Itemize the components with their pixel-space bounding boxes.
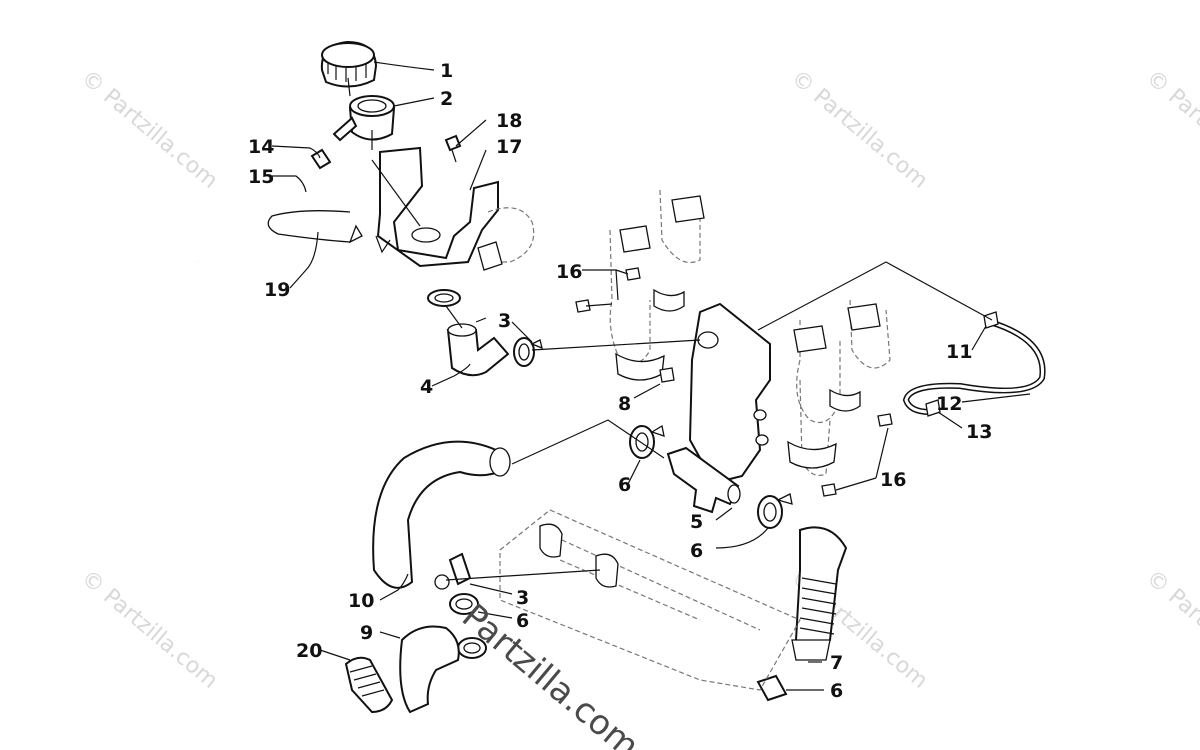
elbow-hose[interactable] xyxy=(446,323,510,377)
vent-line[interactable] xyxy=(902,319,1046,415)
callout-16[interactable]: 16 xyxy=(556,261,582,283)
engine-block xyxy=(499,509,801,691)
callout-16[interactable]: 16 xyxy=(880,469,906,491)
vent-line-clamp-13[interactable] xyxy=(925,399,941,417)
bracket-clip xyxy=(477,241,503,271)
callout-6[interactable]: 6 xyxy=(830,680,843,702)
callout-2[interactable]: 2 xyxy=(440,88,453,110)
tank-outline xyxy=(487,207,535,263)
corrugated-hose[interactable] xyxy=(791,526,848,661)
tee-fitting[interactable] xyxy=(666,446,741,514)
callout-6[interactable]: 6 xyxy=(516,610,529,632)
hose-clamp-6c[interactable] xyxy=(449,593,487,659)
callout-13[interactable]: 13 xyxy=(966,421,992,443)
callout-3[interactable]: 3 xyxy=(516,587,529,609)
hose-clamp-6b[interactable] xyxy=(757,493,793,529)
callout-14[interactable]: 14 xyxy=(248,136,274,158)
tank-bracket[interactable] xyxy=(375,146,499,268)
callout-6[interactable]: 6 xyxy=(618,474,631,496)
bracket-screw[interactable] xyxy=(444,134,462,163)
watermark: © Partzilla.com xyxy=(786,65,932,193)
hose-clamp-mid[interactable] xyxy=(513,337,543,367)
callout-10[interactable]: 10 xyxy=(348,590,374,612)
callout-1[interactable]: 1 xyxy=(440,60,453,82)
callout-4[interactable]: 4 xyxy=(420,376,433,398)
callout-18[interactable]: 18 xyxy=(496,110,522,132)
watermark: © Partzilla.com xyxy=(1141,565,1200,693)
leader-lines xyxy=(271,61,1031,691)
center-watermark: Partzilla.com xyxy=(454,596,646,750)
lower-elbow-hose[interactable] xyxy=(399,625,460,714)
filler-cap[interactable] xyxy=(320,40,378,88)
callout-6[interactable]: 6 xyxy=(690,540,703,562)
hose-clamp-lower[interactable] xyxy=(434,552,472,590)
callout-3[interactable]: 3 xyxy=(498,310,511,332)
hose-clamp-6a[interactable] xyxy=(629,424,665,459)
callout-19[interactable]: 19 xyxy=(264,279,290,301)
callout-7[interactable]: 7 xyxy=(830,652,843,674)
mounting-bolts[interactable] xyxy=(575,267,893,497)
callout-17[interactable]: 17 xyxy=(496,136,522,158)
watermark: © Partzilla.com xyxy=(76,565,222,693)
callout-9[interactable]: 9 xyxy=(360,622,373,644)
callout-11[interactable]: 11 xyxy=(946,341,972,363)
watermark: © Partzilla.com xyxy=(76,65,222,193)
hose-clamp-6d[interactable] xyxy=(756,674,788,702)
large-coolant-hose[interactable] xyxy=(372,440,511,589)
callout-labels: 1 2 3 3 4 5 6 6 6 6 7 8 9 10 11 12 13 14… xyxy=(248,60,992,702)
callout-15[interactable]: 15 xyxy=(248,166,274,188)
ignition-harness xyxy=(609,189,891,476)
coupler-hose[interactable] xyxy=(344,656,394,714)
callout-5[interactable]: 5 xyxy=(690,511,703,533)
watermark: © Partzilla.com xyxy=(1141,65,1200,193)
hose-clamp-upper[interactable] xyxy=(427,289,461,307)
callout-8[interactable]: 8 xyxy=(618,393,631,415)
cable-tie[interactable] xyxy=(267,210,363,244)
hose-fitting[interactable] xyxy=(310,148,332,170)
filler-neck[interactable] xyxy=(332,95,396,142)
callout-20[interactable]: 20 xyxy=(296,640,322,662)
coolant-junction-housing[interactable] xyxy=(688,302,771,482)
callout-12[interactable]: 12 xyxy=(936,393,962,415)
